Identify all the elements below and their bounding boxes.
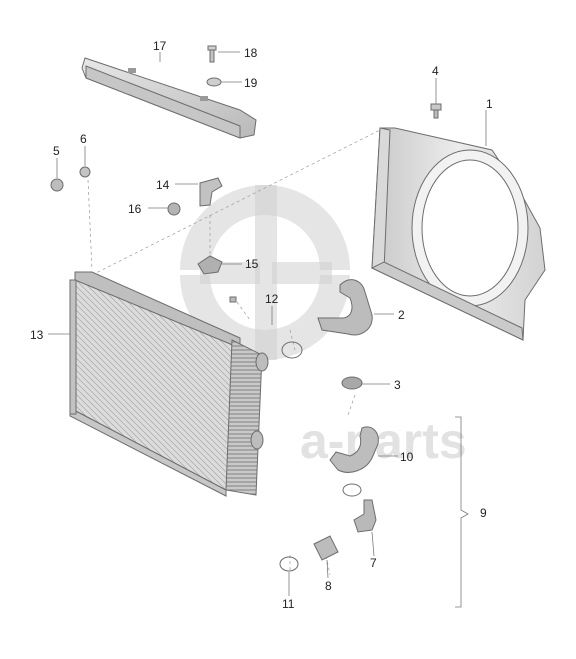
group-bracket-9 [455,416,469,608]
small-bolt [229,296,237,303]
bracket-14 [199,177,223,207]
callout-4: 4 [432,64,439,78]
watermark-text: a-parts [300,413,467,469]
callout-1: 1 [486,97,493,111]
callout-6: 6 [80,132,87,146]
callout-11: 11 [282,597,295,611]
callout-10: 10 [400,450,414,464]
elbow-7 [353,499,377,533]
bolt-4 [430,103,442,119]
callout-12: 12 [265,292,279,306]
sleeve-8 [313,535,339,561]
clamp-upper [342,483,362,497]
callout-labels: 17 18 19 4 1 5 6 14 16 15 12 2 13 3 10 9… [30,39,493,611]
nut-16 [167,202,181,216]
callout-2: 2 [398,308,405,322]
callout-16: 16 [128,202,142,216]
bolt-18 [207,45,217,63]
leader-lines [48,51,487,596]
callout-17: 17 [153,39,167,53]
callout-13: 13 [30,328,44,342]
nut-6 [79,166,91,178]
callout-8: 8 [325,579,332,593]
callout-18: 18 [244,46,258,60]
callout-3: 3 [394,378,401,392]
radiator [69,271,269,497]
callout-7: 7 [370,556,377,570]
washer-19 [206,77,222,87]
callout-5: 5 [53,144,60,158]
clamp-12 [281,341,303,359]
callout-15: 15 [245,257,259,271]
nut-5 [50,178,64,192]
callout-14: 14 [156,178,170,192]
hose-2 [317,279,373,336]
top-cover-bracket [81,57,257,139]
clamp-11 [279,556,299,572]
clamp-3 [341,376,363,390]
callout-19: 19 [244,76,258,90]
hose-10 [329,426,379,473]
fan-shroud [370,127,546,341]
mount-15 [197,255,223,275]
callout-9: 9 [480,506,487,520]
